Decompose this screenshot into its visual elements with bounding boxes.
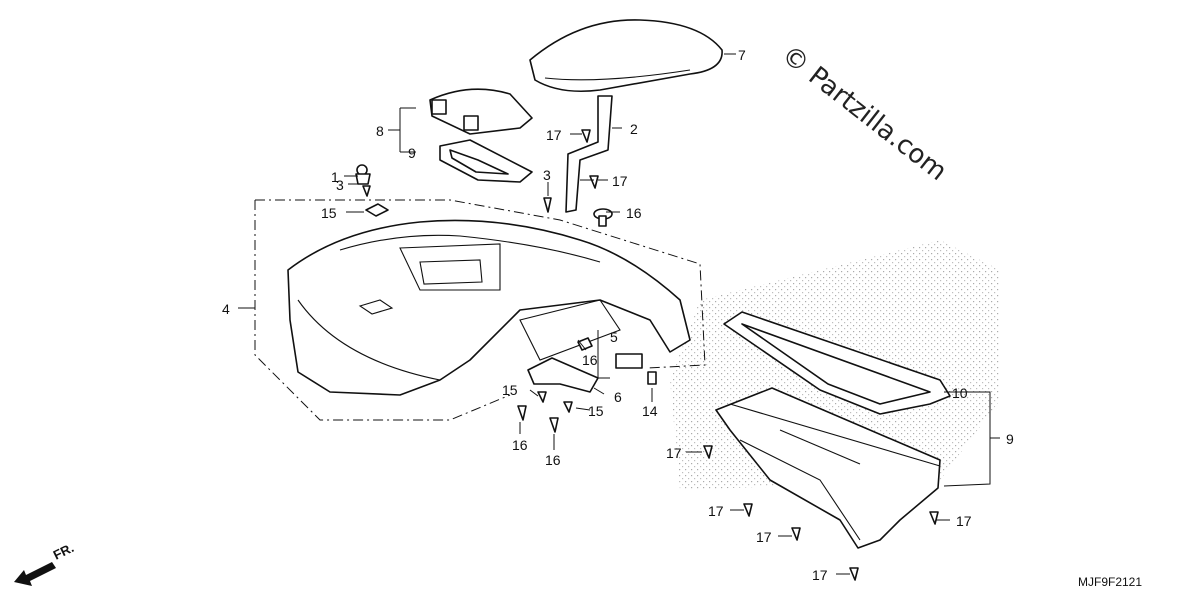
- grommet-part: [365, 203, 389, 217]
- screw-part: [517, 405, 527, 421]
- screw-part: [537, 391, 547, 403]
- callout-8: 8: [376, 123, 384, 139]
- bracket-part: [527, 357, 599, 393]
- callout-3: 3: [336, 177, 344, 193]
- stay-part: [565, 95, 613, 213]
- watermark-text: © Partzilla.com: [776, 40, 953, 187]
- callout-15: 15: [502, 382, 518, 398]
- callout-11: 10: [952, 385, 968, 401]
- pad-part: [615, 353, 643, 369]
- callout-17: 17: [666, 445, 682, 461]
- callout-3: 3: [543, 167, 551, 183]
- screw-part: [581, 129, 591, 143]
- callout-17: 17: [708, 503, 724, 519]
- callout-14: 16: [582, 352, 598, 368]
- callout-2: 2: [630, 121, 638, 137]
- callout-6: 7: [738, 47, 746, 63]
- callout-13: 16: [626, 205, 642, 221]
- diagram-code: MJF9F2121: [1078, 575, 1142, 589]
- gasket-part: [439, 139, 533, 183]
- screw-part: [849, 567, 859, 581]
- screw-part: [791, 527, 801, 541]
- callout-10: 9: [1006, 431, 1014, 447]
- rear-cover-part: [287, 219, 691, 396]
- callout-5: 5: [610, 329, 618, 345]
- screw-part: [362, 185, 371, 197]
- front-direction-label: FR.: [51, 540, 76, 563]
- screw-part: [549, 417, 559, 433]
- screw-part: [929, 511, 939, 525]
- callout-16: 16: [545, 452, 561, 468]
- screw-part: [543, 197, 552, 213]
- seat-cover-part: [529, 19, 723, 93]
- callout-17: 17: [812, 567, 828, 583]
- callout-1: 1: [331, 169, 339, 185]
- callout-9: 9: [408, 145, 416, 161]
- callout-14: 14: [642, 403, 658, 419]
- clip-part: [355, 164, 371, 185]
- screw-part: [563, 401, 573, 413]
- nut-part: [577, 337, 593, 351]
- callout-17: 17: [756, 529, 772, 545]
- front-direction-arrow: FR.: [14, 540, 76, 586]
- callout-17: 17: [956, 513, 972, 529]
- callout-7: 6: [614, 389, 622, 405]
- callout-17: 17: [612, 173, 628, 189]
- tray-part: [715, 387, 941, 549]
- callout-17: 17: [546, 127, 562, 143]
- screw-part: [589, 175, 599, 189]
- seal-part: [723, 311, 951, 415]
- lid-part: [429, 88, 533, 135]
- screw-part: [703, 445, 713, 459]
- callout-12: 15: [321, 205, 337, 221]
- callout-4: 4: [222, 301, 230, 317]
- callout-15: 15: [588, 403, 604, 419]
- nut-part: [647, 371, 657, 385]
- callout-16: 16: [512, 437, 528, 453]
- screw-part: [743, 503, 753, 517]
- assembly-outline: [254, 199, 706, 421]
